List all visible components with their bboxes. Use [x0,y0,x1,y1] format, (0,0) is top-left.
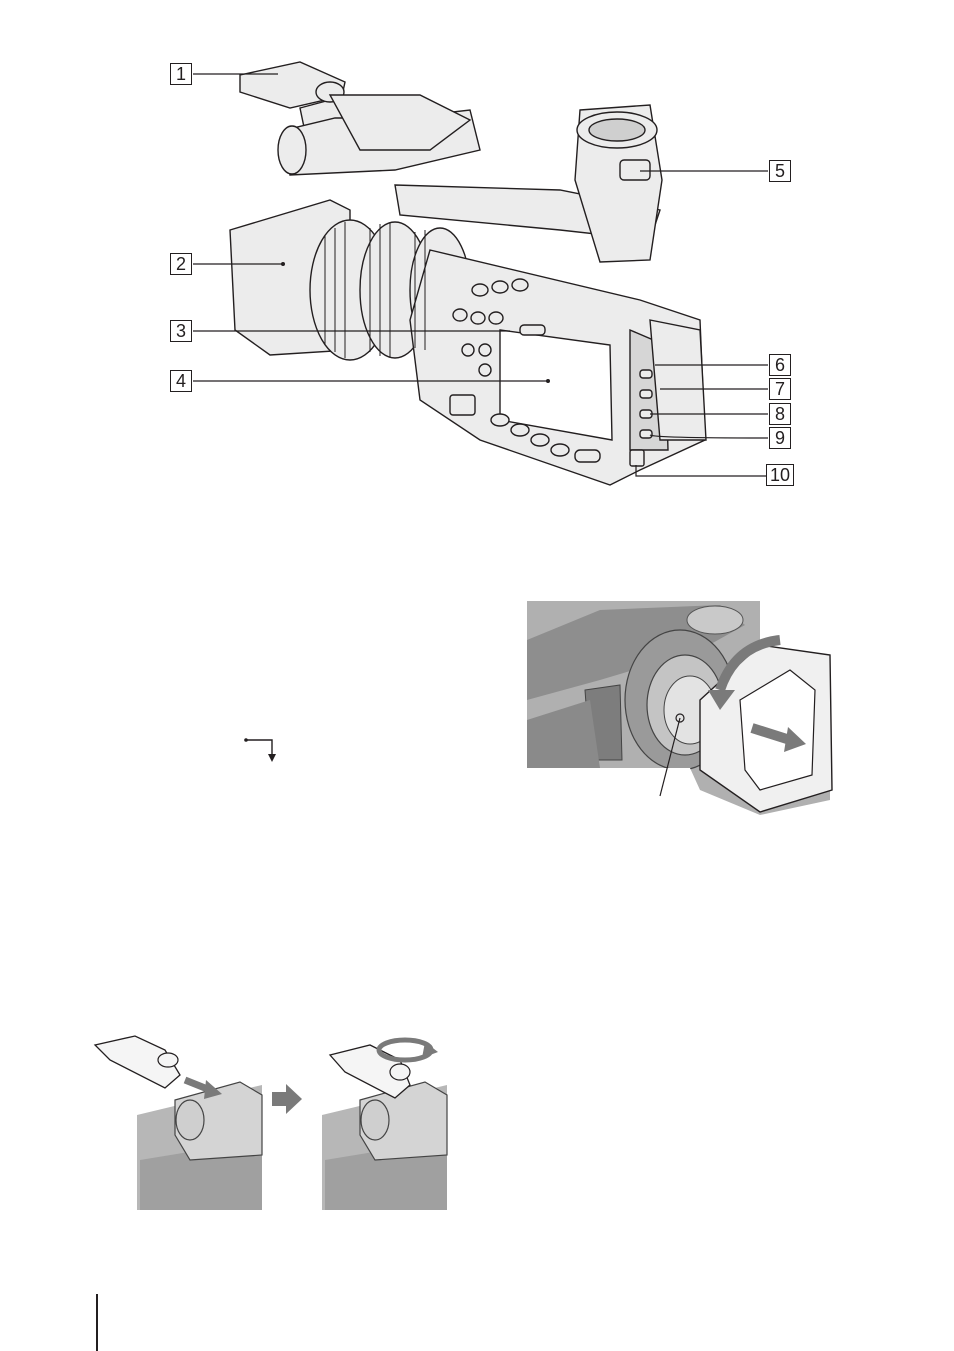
callout-10: 10 [766,464,794,486]
callout-4: 4 [170,370,192,392]
callout-3: 3 [170,320,192,342]
callout-7: 7 [769,378,791,400]
margin-rule [96,1294,98,1351]
callout-6: 6 [769,354,791,376]
callout-9: 9 [769,427,791,449]
callout-8: 8 [769,403,791,425]
callout-5: 5 [769,160,791,182]
callout-2: 2 [170,253,192,275]
callout-1: 1 [170,63,192,85]
